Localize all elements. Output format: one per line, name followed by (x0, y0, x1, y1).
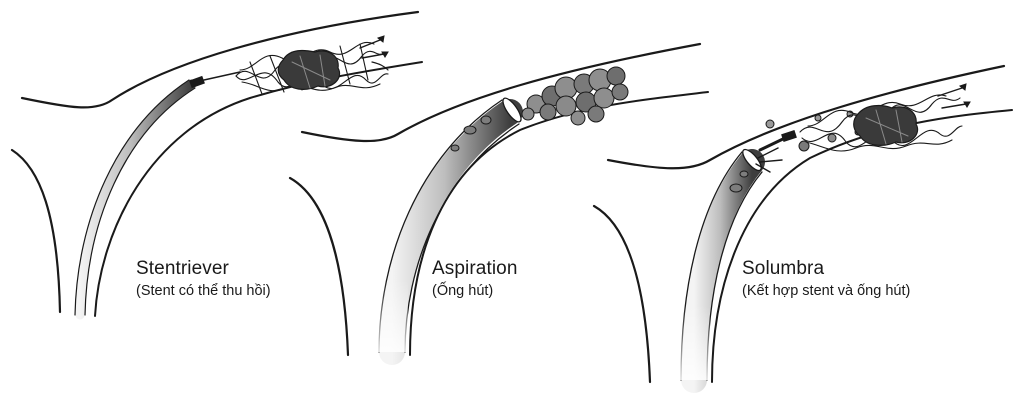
vessel-wall-upper (606, 64, 1006, 170)
clot (853, 104, 919, 146)
device-subtitle: (Kết hợp stent và ống hút) (742, 282, 911, 299)
device-name: Stentriever (136, 258, 229, 279)
vessel-branch-inner (409, 91, 709, 356)
device-name: Aspiration (432, 258, 518, 279)
label-aspiration: Aspiration (Ống hút) (432, 258, 518, 300)
label-stentriever: Stentriever (Stent có thể thu hồi) (136, 258, 271, 300)
catheter-tip (189, 75, 205, 89)
panel-solumbra (592, 64, 1013, 393)
label-solumbra: Solumbra (Kết hợp stent và ống hút) (742, 258, 910, 300)
panel-aspiration (288, 42, 709, 365)
catheter-body (75, 79, 197, 320)
vessel-branch-inner (94, 61, 423, 317)
panel-stentriever (10, 10, 423, 320)
clot (521, 66, 629, 126)
vessel-wall-upper (300, 42, 702, 143)
vessel-branch-inner (711, 109, 1013, 383)
device-subtitle: (Stent có thể thu hồi) (136, 282, 271, 299)
vessel-wall-upper (20, 10, 420, 109)
device-subtitle: (Ống hút) (432, 282, 494, 299)
vessel-wall-lower (10, 148, 62, 314)
vessel-wall-lower (592, 204, 652, 384)
device-name: Solumbra (742, 258, 825, 279)
vessel-wall-lower (288, 176, 350, 357)
